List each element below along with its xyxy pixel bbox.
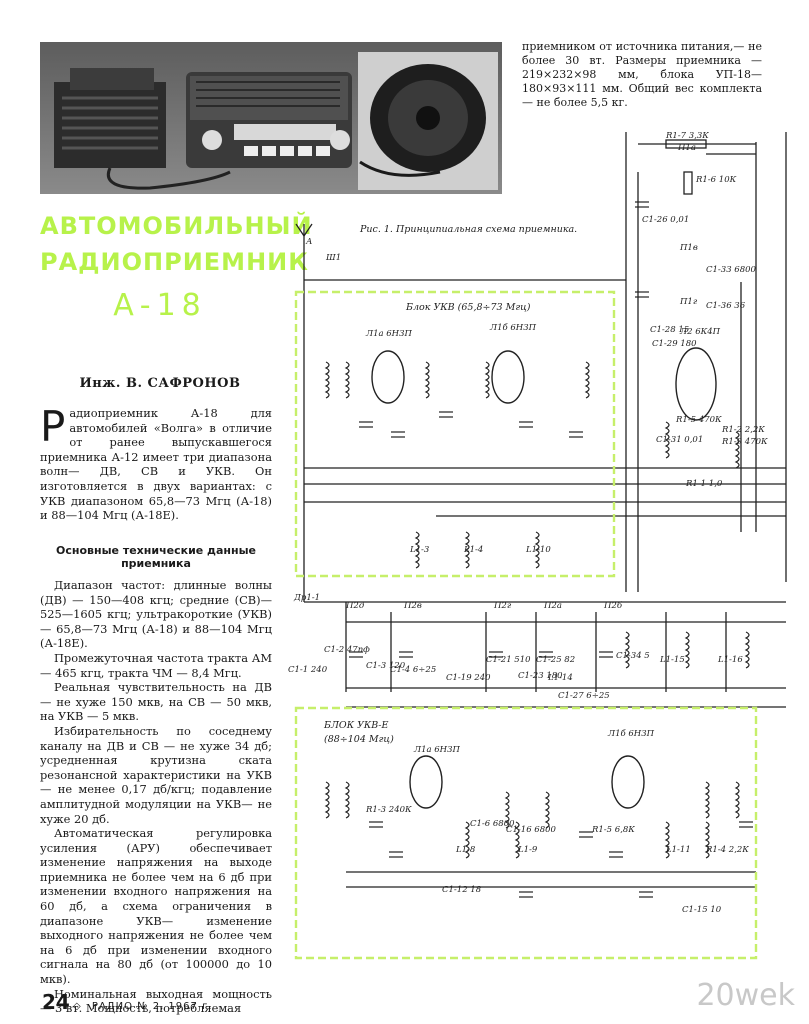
page-footer: 24 ◇ РАДИО № 2, 1967 г. — [42, 990, 213, 1014]
component-label: R1-3 240К — [365, 805, 412, 815]
component-label: П1г — [679, 297, 698, 307]
component-label: L1-8 — [455, 845, 476, 855]
specs-list: Диапазон частот: длинные волны (ДВ) — 15… — [40, 578, 272, 1016]
spec-paragraph: Диапазон частот: длинные волны (ДВ) — 15… — [40, 578, 272, 651]
page-number: 24 — [42, 990, 70, 1014]
component-label: С1-21 510 — [486, 655, 531, 665]
specs-heading: Основные технические данные приемника — [56, 544, 256, 570]
component-label: С1-29 180 — [652, 339, 697, 349]
drop-cap: Р — [40, 402, 66, 451]
block-ukv-e-label: БЛОК УКВ-Е — [323, 720, 388, 731]
title-line-2: РАДИОПРИЕМНИК — [40, 248, 309, 276]
component-label: Ш1 — [325, 253, 341, 263]
author-byline: Инж. В. САФРОНОВ — [79, 376, 241, 391]
component-label: П2а — [543, 601, 562, 611]
component-label: С1-26 0,01 — [642, 215, 689, 225]
article-title: АВТОМОБИЛЬНЫЙ РАДИОПРИЕМНИК А-18 — [40, 208, 312, 324]
component-label: L1-16 — [717, 655, 743, 665]
component-label: R1-1 1,0 — [685, 479, 723, 489]
component-label: С1-4 6÷25 — [390, 665, 436, 675]
component-label: L1-15 — [659, 655, 685, 665]
component-label: С1-2 47пф — [324, 645, 370, 655]
component-label: П2г — [493, 601, 512, 611]
tube-label: Л2 6К4П — [679, 327, 721, 337]
tube-label: Л1б 6Н3П — [489, 322, 537, 333]
intro-text: адиоприемник А-18 для автомобилей «Волга… — [40, 406, 272, 523]
component-label: С1-23 180 — [518, 671, 563, 681]
diamond-icon: ◇ — [73, 1001, 81, 1012]
component-label: L1-3 — [409, 545, 429, 555]
spec-paragraph: Реальная чувствительность на ДВ — не хуж… — [40, 680, 272, 724]
component-label: L1-10 — [525, 545, 551, 555]
title-line-1: АВТОМОБИЛЬНЫЙ — [40, 212, 313, 240]
watermark: 20wek — [696, 978, 795, 1013]
component-label: С1-36 36 — [706, 301, 746, 311]
component-label: С1-25 82 — [536, 655, 575, 665]
component-label: П1в — [679, 243, 698, 253]
spec-paragraph: Промежуточная частота тракта АМ — 465 кг… — [40, 650, 272, 680]
component-label: L1-9 — [517, 845, 538, 855]
component-label: С1-12 18 — [442, 885, 482, 895]
tube-label: Л1а 6Н3П — [365, 329, 412, 339]
component-label: С1-16 6800 — [506, 825, 557, 835]
tube-label: Л1б 6Н3П — [607, 728, 655, 739]
component-label: Др1-1 — [293, 593, 320, 603]
circuit-schematic: Блок УКВ (65,8÷73 Мгц) БЛОК УКВ-Е (88÷10… — [286, 131, 806, 982]
component-label: С1-19 240 — [446, 673, 491, 683]
component-label: L1-4 — [463, 545, 483, 555]
component-label: А — [305, 237, 312, 247]
magazine-issue: РАДИО № 2, 1967 г. — [91, 1001, 213, 1012]
component-label: L1-11 — [665, 845, 691, 855]
component-label: П2б — [603, 600, 623, 611]
component-label: R1-4 2,2К — [705, 845, 749, 855]
spec-paragraph: Избирательность по соседнему каналу на Д… — [40, 723, 272, 826]
component-label: R1-7 3,3К — [665, 132, 709, 141]
component-label: С1-33 6800 — [706, 265, 757, 275]
component-label: С1-31 0,01 — [656, 435, 703, 445]
component-label: R1-5 6,8К — [591, 825, 635, 835]
component-label: R1-5 470К — [675, 415, 722, 425]
component-label: С1-28 15 — [650, 325, 689, 335]
title-model: А-18 — [113, 288, 207, 323]
component-label: R1-2 2,2К — [721, 425, 765, 435]
radio-photo — [40, 42, 502, 194]
component-label: С1-3 120 — [366, 661, 406, 671]
component-label: С1-15 10 — [682, 905, 722, 915]
component-label: L1-14 — [547, 673, 573, 683]
spec-paragraph: Автоматическая регулировка усиления (АРУ… — [40, 826, 272, 987]
tube-label: Л1а 6Н3П — [413, 745, 460, 755]
component-label: С1-34 5 — [616, 651, 650, 661]
block-ukv-e-range: (88÷104 Мгц) — [324, 734, 394, 745]
component-label: С1-27 6÷25 — [558, 691, 610, 701]
component-label: П2д — [345, 601, 365, 611]
component-label: П2в — [403, 601, 422, 611]
continuation-text: приемником от источника питания,— не бол… — [522, 40, 762, 109]
block-ukv-label: Блок УКВ (65,8÷73 Мгц) — [405, 302, 531, 313]
component-label: С1-6 6800 — [470, 819, 515, 829]
component-label: R1-9 470К — [721, 437, 768, 447]
component-label: П1а — [677, 143, 696, 153]
figure-caption: Рис. 1. Принципиальная схема приемника. — [359, 224, 577, 235]
spec-paragraph: Номинальная выходная мощность— 3 вт. Мощ… — [40, 986, 272, 1016]
component-label: С1-1 240 — [288, 665, 328, 675]
component-label: R1-6 10К — [695, 175, 737, 185]
